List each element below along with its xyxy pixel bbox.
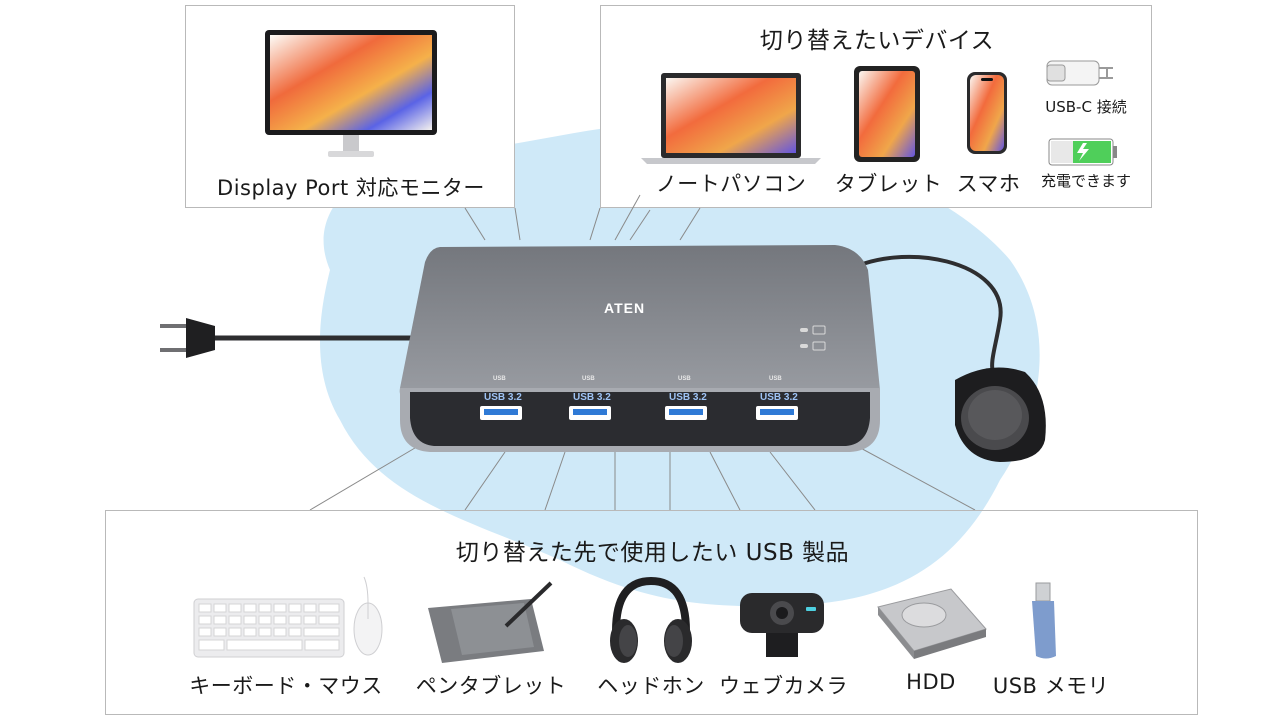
usb-c-label: USB-C 接続 <box>1045 98 1127 116</box>
usb-port-4 <box>756 406 798 420</box>
monitor-icon <box>265 30 437 157</box>
usb-port-face-label-3: USB 3.2 <box>669 392 707 403</box>
device-label-tablet: タブレット <box>834 172 943 196</box>
usb-port-top-label-1: USB <box>493 376 506 382</box>
hdd-icon <box>877 588 987 659</box>
monitor-panel: Display Port 対応モニター <box>185 5 515 208</box>
usb-label-headphones: ヘッドホン <box>597 674 705 698</box>
device-label-laptop: ノートパソコン <box>655 172 807 196</box>
laptop-icon <box>641 73 821 164</box>
devices-icons <box>641 60 1117 166</box>
tablet-icon <box>854 66 920 162</box>
charging-label: 充電できます <box>1040 172 1131 190</box>
smartphone-icon <box>967 72 1007 154</box>
usb-port-3 <box>665 406 707 420</box>
devices-panel: 切り替えたいデバイス <box>600 5 1152 208</box>
usb-label-hdd: HDD <box>906 670 956 694</box>
pen-tablet-icon <box>428 581 553 663</box>
monitor-label: Display Port 対応モニター <box>217 176 485 200</box>
usb-port-top-label-2: USB <box>582 376 595 382</box>
usb-port-top-label-3: USB <box>678 376 691 382</box>
webcam-icon <box>740 593 824 657</box>
usb-memory-icon <box>1032 582 1056 659</box>
usb-label-pen-tablet: ペンタブレット <box>415 674 567 698</box>
usb-c-plug-icon <box>1046 60 1113 86</box>
usb-port-face-label-2: USB 3.2 <box>573 392 611 403</box>
aten-logo: ATEN <box>604 300 646 316</box>
headphones-icon <box>610 576 692 663</box>
battery-icon <box>1048 138 1117 166</box>
usb-port-1 <box>480 406 522 420</box>
usb-port-face-label-4: USB 3.2 <box>760 392 798 403</box>
usb-product-icons <box>193 576 1056 663</box>
device-label-smartphone: スマホ <box>956 172 1021 196</box>
usb-label-keyboard-mouse: キーボード・マウス <box>189 674 383 698</box>
usb-label-usb-memory: USB メモリ <box>992 674 1110 698</box>
usb-products-panel: 切り替えた先で使用したい USB 製品 <box>105 510 1198 715</box>
usb-port-face-label-1: USB 3.2 <box>484 392 522 403</box>
devices-panel-title: 切り替えたいデバイス <box>759 28 995 54</box>
usb-port-2 <box>569 406 611 420</box>
keyboard-mouse-icon <box>193 576 383 658</box>
usb-panel-title: 切り替えた先で使用したい USB 製品 <box>455 540 850 566</box>
usb-label-webcam: ウェブカメラ <box>719 674 848 698</box>
usb-port-top-label-4: USB <box>769 376 782 382</box>
